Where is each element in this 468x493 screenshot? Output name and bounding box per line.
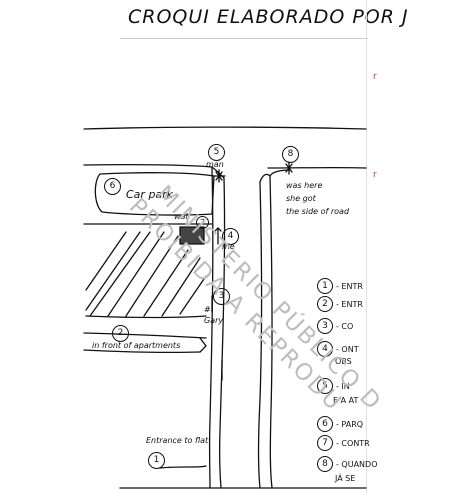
vertical-road-right-outer [269, 175, 273, 489]
title-underline [120, 38, 368, 39]
legend-item-continued: OBS [335, 357, 352, 366]
road-side-label: the side of road [286, 207, 350, 216]
legend-number: 3 [317, 318, 333, 334]
car-park-number: 6 [104, 178, 121, 195]
apartment-path [83, 332, 207, 339]
legend-text: - ONT [336, 344, 359, 354]
legend-text: - ENTR [336, 281, 363, 291]
legend-text: - ENTR [336, 299, 363, 309]
front-apartments-number: 2 [112, 325, 129, 342]
legend-item: 4- ONT [317, 341, 359, 357]
was-here-label: was here [286, 181, 323, 190]
gary-number: 3 [213, 288, 230, 305]
car-park-label: Car park [126, 188, 174, 201]
gary-label: Gary [204, 316, 224, 325]
legend-item-continued: JÁ SE [335, 474, 355, 483]
legend-number: 4 [317, 341, 333, 357]
entrance-label: Entrance to flat [146, 436, 209, 445]
legend-number: 1 [317, 278, 333, 294]
legend-item-continued: E A AT [333, 396, 358, 405]
legend-number: 8 [317, 456, 333, 472]
legend-text: - QUANDO [336, 459, 378, 469]
legend-text: OBS [335, 357, 352, 366]
vertical-road-right-inner [257, 181, 263, 489]
wall-label: wall [174, 212, 190, 221]
legend-text: E A AT [333, 396, 359, 405]
man-label: man [206, 160, 224, 169]
legend-text: - PARQ [336, 419, 364, 429]
legend-text: - IN [336, 381, 350, 391]
edge-mark: r [373, 170, 377, 180]
car-park-outline [94, 172, 215, 216]
legend-text: - CONTR [336, 438, 370, 448]
legend-number: 7 [317, 435, 333, 451]
legend-item: 8- QUANDO [317, 456, 378, 472]
me-label: me [222, 242, 235, 251]
front-apartments-label: in front of apartments [92, 341, 181, 350]
wall-number: 7 [196, 216, 209, 229]
legend-text: - CO [336, 321, 354, 331]
road-edge-bottom [83, 163, 213, 168]
legend-item: 1- ENTR [317, 278, 363, 294]
building-block [179, 226, 205, 245]
vertical-road-left-outer [208, 167, 214, 489]
page-title: CROQUI ELABORADO POR J [128, 6, 409, 28]
legend-item: 2- ENTR [317, 296, 363, 312]
she-got-label: she got [286, 194, 316, 203]
legend-item: 5- IN [317, 378, 350, 394]
me-number: 4 [222, 228, 239, 245]
edge-mark: r [373, 72, 377, 82]
gary-prefix: # [204, 305, 211, 314]
road-edge-top [83, 126, 367, 130]
legend-text: JÁ SE [335, 474, 356, 483]
legend-number: 2 [317, 296, 333, 312]
legend-number: 5 [317, 378, 333, 394]
vertical-road-left-inner [218, 177, 226, 489]
man-number: 5 [208, 144, 225, 161]
page-edge [366, 0, 367, 493]
was-here-number: 8 [282, 146, 299, 163]
legend-item: 3- CO [317, 318, 353, 334]
legend-item: 7- CONTR [317, 435, 370, 451]
entrance-number: 1 [148, 452, 165, 469]
legend-number: 6 [317, 416, 333, 432]
legend-item: 6- PARQ [317, 416, 363, 432]
